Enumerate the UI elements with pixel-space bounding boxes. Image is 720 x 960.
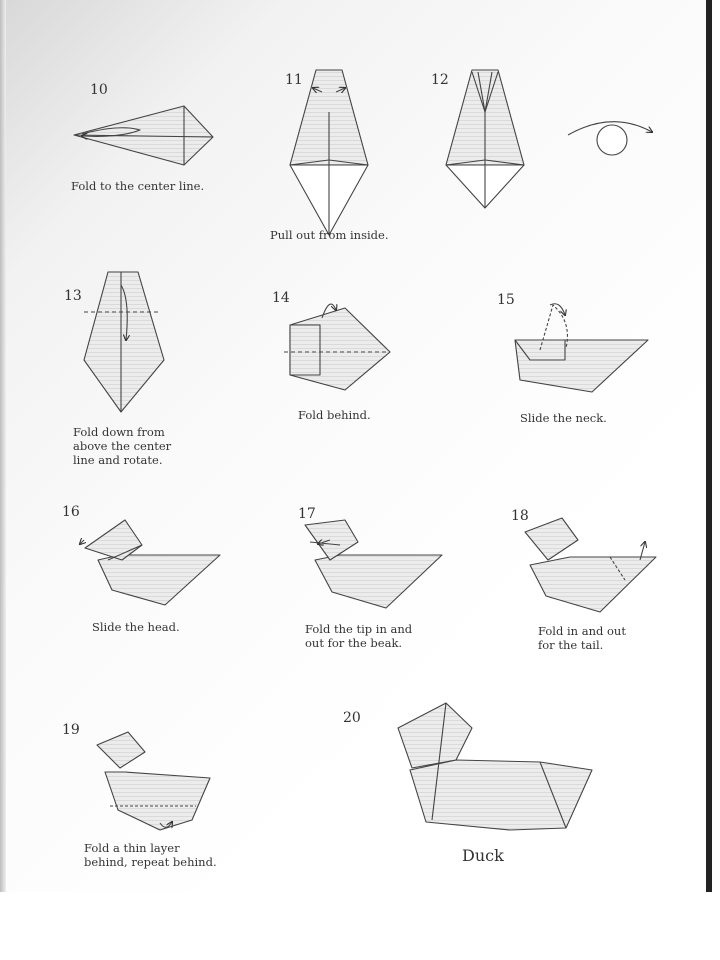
step-16-figure [80,520,220,605]
step-16-caption: Slide the head. [92,620,180,634]
step-number-19: 19 [62,722,80,738]
step-11-caption: Pull out from inside. [270,228,389,242]
step-18-figure [525,518,656,612]
step-13-caption: Fold down from above the center line and… [73,425,171,467]
step-number-10: 10 [90,82,108,98]
step-number-20: 20 [343,710,361,726]
step-17-caption: Fold the tip in and out for the beak. [305,622,412,650]
step-11-figure [290,70,368,235]
step-20-figure [398,703,592,830]
step-13-figure [84,272,164,412]
step-15-caption: Slide the neck. [520,411,607,425]
step-10-figure [74,106,213,165]
step-19-figure [97,732,210,830]
step-number-12: 12 [431,72,449,88]
step-14-caption: Fold behind. [298,408,371,422]
step-number-13: 13 [64,288,82,304]
step-14-figure [284,304,390,390]
step-number-18: 18 [511,508,529,524]
step-number-17: 17 [298,506,316,522]
step-number-15: 15 [497,292,515,308]
step-18-caption: Fold in and out for the tail. [538,624,626,652]
step-10-caption: Fold to the center line. [71,179,204,193]
final-title: Duck [462,846,504,865]
step-12-figure [446,70,524,208]
step-17-figure [305,520,442,608]
step-number-11: 11 [285,72,303,88]
step-number-16: 16 [62,504,80,520]
step-15-figure [515,304,648,392]
turn-over-icon [568,122,652,155]
step-19-caption: Fold a thin layer behind, repeat behind. [84,841,217,869]
step-number-14: 14 [272,290,290,306]
